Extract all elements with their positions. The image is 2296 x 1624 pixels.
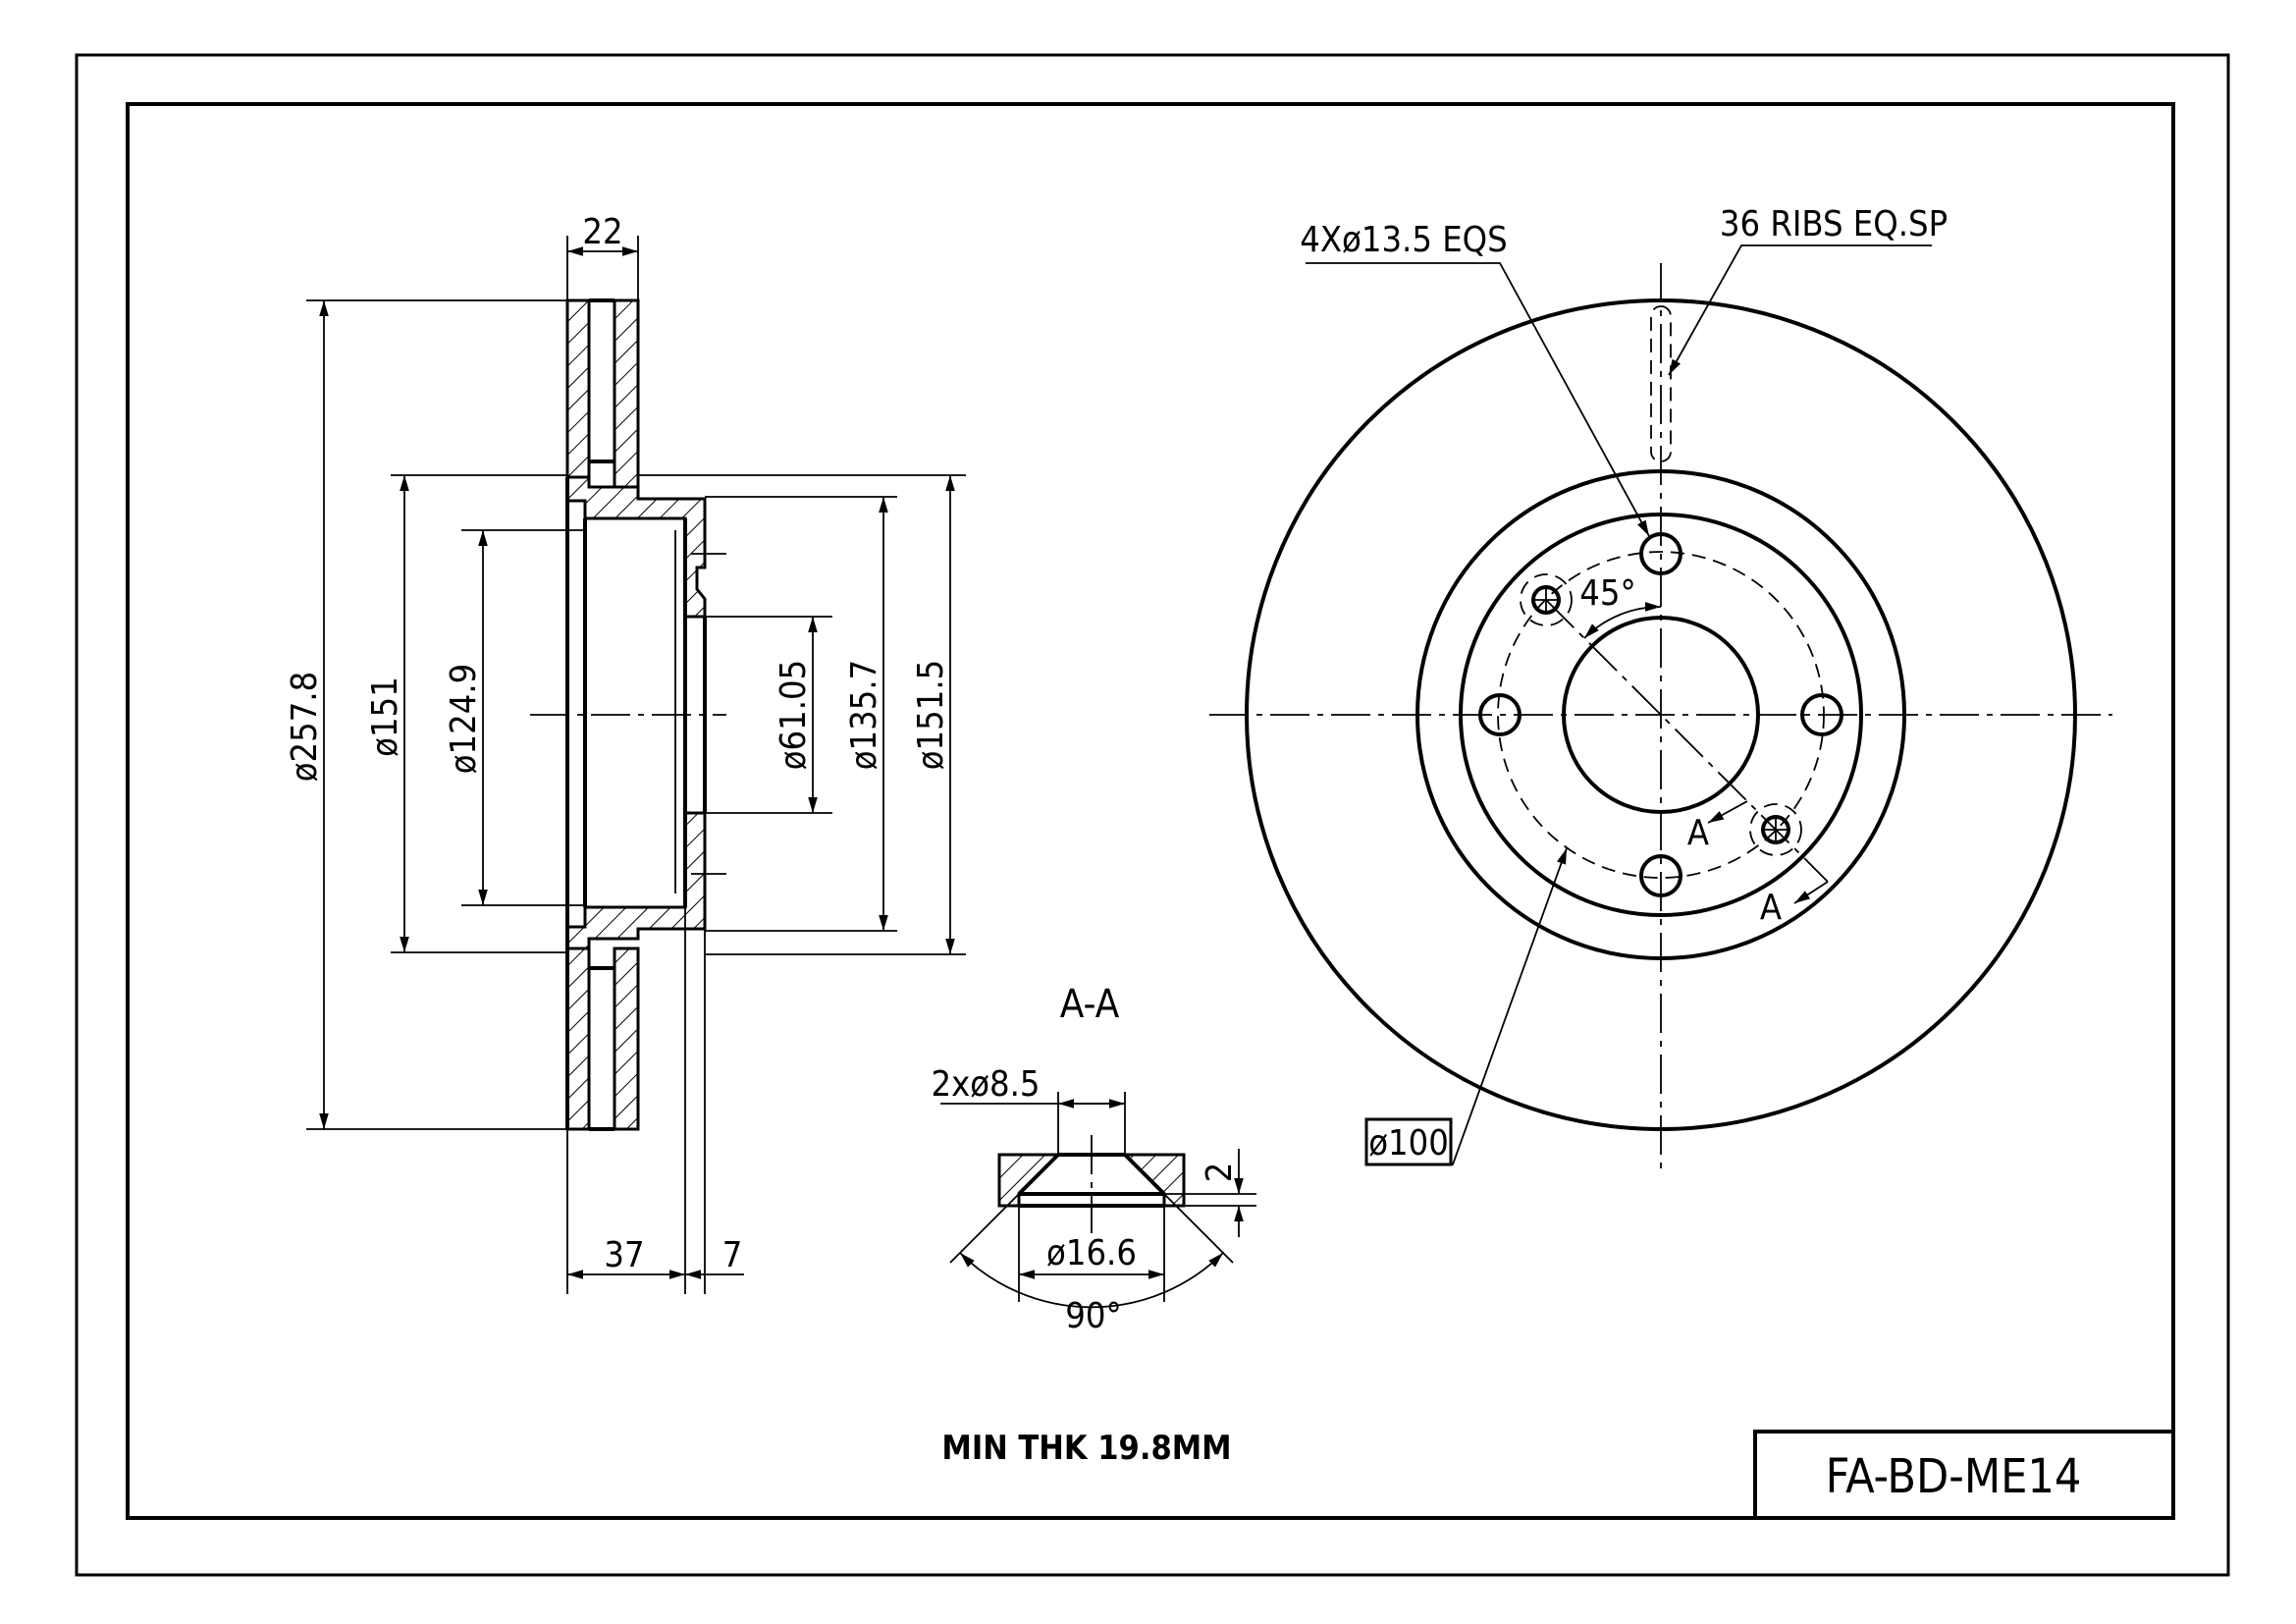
- dim-hub-7: 7: [722, 1235, 743, 1275]
- title-block: FA-BD-ME14: [1753, 1430, 2173, 1518]
- outer-plate-top: [565, 298, 591, 479]
- dim-d135-7: ø135.7: [844, 660, 884, 771]
- dim-d124-9: ø124.9: [444, 664, 484, 775]
- inner-plate-bottom: [613, 947, 640, 1131]
- section-counterbore-dim: ø16.6: [1046, 1233, 1137, 1273]
- inner-frame: [126, 102, 2175, 1520]
- angle-45: 45°: [1579, 573, 1635, 614]
- dim-d151-5: ø151.5: [911, 660, 951, 771]
- section-holes-dim: 2xø8.5: [931, 1064, 1040, 1105]
- dim-d151: ø151: [365, 677, 405, 757]
- section-angle-dim: 90°: [1065, 1296, 1121, 1336]
- front-view: A A 45° 4Xø13.5 EQS 36 RIBS EQ.SP ø100: [1209, 204, 2112, 1170]
- ribs-callout: 36 RIBS EQ.SP: [1720, 204, 1948, 244]
- section-mark-a1: A: [1687, 813, 1709, 853]
- center-bore: [1562, 616, 1760, 814]
- pcd-label-box: [1364, 1117, 1453, 1166]
- pcd-circle: [1497, 551, 1825, 879]
- bolt-hole-right: [1800, 693, 1843, 736]
- dim-thickness-top: 22: [582, 212, 622, 252]
- locator-hole-ul-outline: [1520, 573, 1573, 626]
- disc-outer-edge: [1245, 298, 2077, 1131]
- side-view: 22 ø257.8 ø151 ø124.9 ø61.05 ø135.7 ø151…: [285, 212, 966, 1294]
- part-number: FA-BD-ME14: [1826, 1449, 2082, 1504]
- dim-outer-diameter: ø257.8: [285, 672, 325, 783]
- section-title: A-A: [1060, 982, 1120, 1027]
- dim-d61-05: ø61.05: [774, 660, 814, 771]
- section-aa-view: A-A 2xø8.5 2 ø16.6 90°: [931, 982, 1256, 1336]
- section-depth-dim: 2: [1200, 1163, 1240, 1183]
- outer-plate-bottom: [565, 947, 591, 1131]
- pcd-label: ø100: [1368, 1123, 1449, 1164]
- locator-hole-lr-outline: [1749, 803, 1802, 856]
- dim-offset-37: 37: [604, 1235, 644, 1275]
- bolt-hole-bottom: [1639, 854, 1682, 897]
- friction-inner-edge: [1415, 469, 1906, 960]
- section-mark-a2: A: [1760, 888, 1782, 928]
- hat-section-top: [565, 475, 707, 619]
- bolt-hole-left: [1478, 693, 1522, 736]
- rib-slot: [1650, 305, 1672, 462]
- bolt-holes-callout: 4Xø13.5 EQS: [1300, 220, 1507, 260]
- bolt-hole-top: [1639, 532, 1682, 575]
- inner-plate-top: [613, 298, 640, 489]
- min-thickness-note: MIN THK 19.8MM: [941, 1429, 1231, 1468]
- outer-frame: [75, 53, 2230, 1577]
- hat-edge: [1459, 513, 1863, 917]
